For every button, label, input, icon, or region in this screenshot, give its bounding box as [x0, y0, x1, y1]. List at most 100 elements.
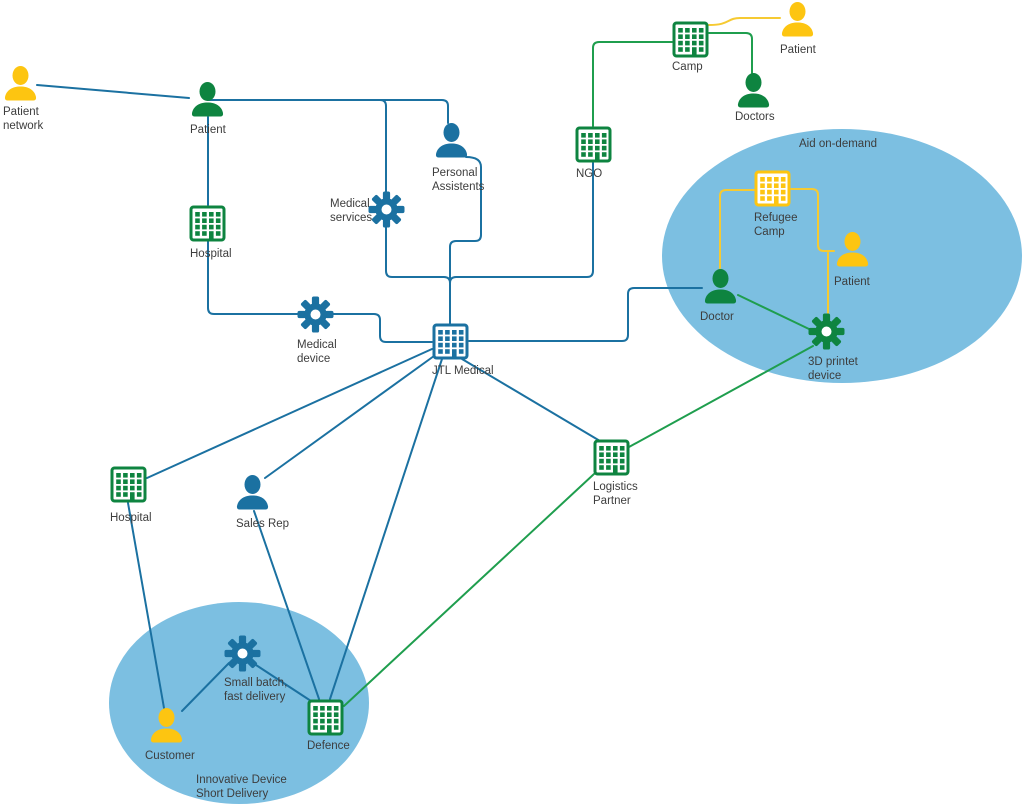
edge-patient--personal-assistents [207, 99, 449, 124]
node-label-doctors: Doctors [735, 110, 775, 124]
group-label-aid-on-demand: Aid on-demand [799, 137, 877, 151]
node-label-medical-services-line: services [330, 212, 373, 224]
node-label-customer: Customer [145, 749, 195, 763]
node-label-small-batch-line: Small batch, [224, 677, 288, 689]
edge-refugee-camp--patient-aid [790, 188, 835, 252]
edge-printed-device--logistics [628, 345, 814, 448]
node-label-hospital-top: Hospital [190, 247, 232, 261]
edge-camp--patient-top-right [708, 17, 781, 26]
node-ngo[interactable] [575, 126, 612, 163]
node-label-small-batch-line: fast delivery [224, 691, 286, 703]
node-customer[interactable] [150, 708, 183, 743]
node-label-patient-network-line: Patient [3, 106, 39, 118]
edge-customer--small-batch [181, 662, 230, 712]
edge-jtl--logistics [461, 358, 601, 442]
node-label-sales-rep-line: Sales Rep [236, 518, 290, 530]
node-label-camp-line: Camp [672, 61, 703, 73]
edge-jtl--doctor [468, 287, 703, 342]
edge-camp--doctors [708, 32, 753, 74]
node-hospital-top[interactable] [189, 205, 226, 242]
node-label-personal-assistents-line: Personal [432, 167, 478, 179]
edge-jtl--defence [329, 358, 443, 700]
node-medical-device[interactable] [297, 296, 334, 333]
node-label-doctors-line: Doctors [735, 111, 775, 123]
node-logistics-partner[interactable] [593, 439, 630, 476]
edge-logistics--defence [343, 473, 595, 707]
edge-jtl--hospital-left [146, 348, 433, 479]
node-label-hospital-left: Hospital [110, 511, 152, 525]
node-sales-rep[interactable] [236, 475, 269, 510]
node-defence[interactable] [307, 699, 344, 736]
node-label-ngo: NGO [576, 167, 602, 181]
node-label-jtl-medical-line: JTL Medical [432, 365, 494, 377]
node-small-batch[interactable] [224, 635, 261, 672]
edge-ngo--jtl [449, 162, 594, 324]
node-hospital-left[interactable] [110, 466, 147, 503]
node-label-refugee-camp-line: Camp [754, 226, 785, 238]
node-medical-services[interactable] [368, 191, 405, 228]
node-label-printed-device: 3D printet device [808, 355, 858, 383]
group-label-aid-on-demand-line: Aid on-demand [799, 138, 877, 150]
node-doctors[interactable] [737, 73, 770, 108]
edge-doctor--refugee-camp [719, 189, 755, 269]
node-label-patient-line: Patient [190, 124, 226, 136]
node-personal-assistents[interactable] [435, 123, 468, 158]
node-label-patient: Patient [190, 123, 226, 137]
node-label-small-batch: Small batch, fast delivery [224, 676, 287, 704]
group-innovative-device-short-delivery[interactable] [109, 602, 369, 804]
node-label-customer-line: Customer [145, 750, 195, 762]
node-label-camp: Camp [672, 60, 703, 74]
node-label-patient-aid: Patient [834, 275, 870, 289]
node-refugee-camp[interactable] [754, 170, 791, 207]
node-label-ngo-line: NGO [576, 168, 603, 180]
node-label-sales-rep: Sales Rep [236, 517, 289, 531]
node-printed-device[interactable] [808, 313, 845, 350]
node-label-medical-services: Medical services [330, 197, 372, 225]
node-label-patient-network: Patient network [3, 105, 43, 133]
node-label-logistics-partner-line: Logistics [593, 481, 638, 493]
edge-ngo--camp [592, 41, 673, 127]
node-label-medical-device: Medical device [297, 338, 337, 366]
node-label-medical-device-line: device [297, 353, 331, 365]
edge-patient-network--patient [36, 84, 190, 99]
node-label-jtl-medical: JTL Medical [432, 364, 494, 378]
group-label-innovative-device-short-delivery-line: Innovative Device [196, 774, 287, 786]
node-patient-aid[interactable] [836, 232, 869, 267]
group-label-innovative-device-short-delivery-line: Short Delivery [196, 788, 269, 800]
node-label-defence-line: Defence [307, 740, 350, 752]
edge-personal-assistents--jtl [449, 156, 482, 324]
node-patient-network[interactable] [4, 66, 37, 101]
node-doctor[interactable] [704, 269, 737, 304]
node-label-hospital-top-line: Hospital [190, 248, 232, 260]
edge-sales-rep--defence [253, 510, 320, 700]
node-label-doctor: Doctor [700, 310, 734, 324]
node-label-logistics-partner-line: Partner [593, 495, 631, 507]
node-label-personal-assistents-line: Assistents [432, 181, 485, 193]
edge-hospital-top--medical-device--jtl [207, 240, 433, 343]
node-patient[interactable] [191, 82, 224, 117]
node-camp[interactable] [672, 21, 709, 58]
node-label-hospital-left-line: Hospital [110, 512, 152, 524]
node-label-printed-device-line: 3D printet [808, 356, 858, 368]
node-patient-top-right[interactable] [781, 2, 814, 37]
node-label-refugee-camp-line: Refugee [754, 212, 798, 224]
edge-doctor--printed-device [737, 294, 810, 330]
node-label-patient-aid-line: Patient [834, 276, 870, 288]
node-label-medical-device-line: Medical [297, 339, 337, 351]
node-jtl-medical[interactable] [432, 323, 469, 360]
node-label-patient-top-right: Patient [780, 43, 816, 57]
edge-small-batch--defence [255, 664, 312, 702]
node-label-doctor-line: Doctor [700, 311, 734, 323]
node-label-patient-top-right-line: Patient [780, 44, 816, 56]
edge-hospital-left--customer [127, 502, 165, 709]
edge-patient--medical-services--jtl [207, 99, 451, 324]
node-label-printed-device-line: device [808, 370, 842, 382]
node-label-defence: Defence [307, 739, 350, 753]
node-label-patient-network-line: network [3, 120, 44, 132]
edge-jtl--sales-rep [264, 355, 435, 479]
node-label-medical-services-line: Medical [330, 198, 370, 210]
